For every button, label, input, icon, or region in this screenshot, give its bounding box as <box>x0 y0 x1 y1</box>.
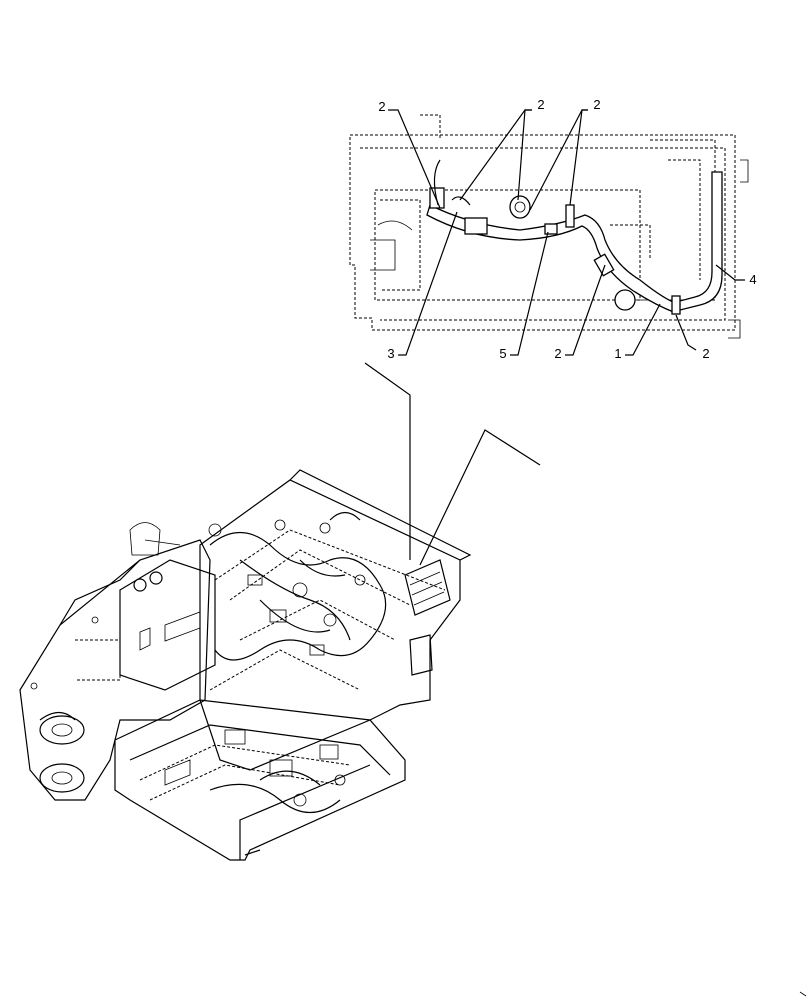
corner-mark <box>799 991 807 997</box>
callout-2-top-center: 2 <box>537 97 544 112</box>
clamp-item-2-a <box>509 195 531 219</box>
callouts: 2 2 2 4 3 5 2 1 2 <box>378 97 756 361</box>
detail-pointer <box>364 362 541 566</box>
callout-2-bottom-center: 2 <box>554 346 561 361</box>
machine-view <box>19 469 472 861</box>
clamp-item-2-e <box>671 295 681 315</box>
callout-3: 3 <box>387 346 394 361</box>
callout-2-top-right: 2 <box>593 97 600 112</box>
fitting-item-3 <box>464 217 488 235</box>
leader-lines <box>388 109 745 356</box>
block-item-5 <box>544 223 558 235</box>
clamp-item-2-c <box>565 204 575 228</box>
detail-view: 2 2 2 4 3 5 2 1 2 <box>349 97 757 361</box>
callout-1: 1 <box>614 346 621 361</box>
clamp-item-2-d <box>593 253 615 277</box>
callout-2-top-left: 2 <box>378 99 385 114</box>
callout-5: 5 <box>499 346 506 361</box>
callout-2-bottom-right: 2 <box>702 346 709 361</box>
callout-4: 4 <box>749 272 756 287</box>
detail-frame <box>349 134 736 331</box>
pipe-item-4 <box>675 171 723 311</box>
